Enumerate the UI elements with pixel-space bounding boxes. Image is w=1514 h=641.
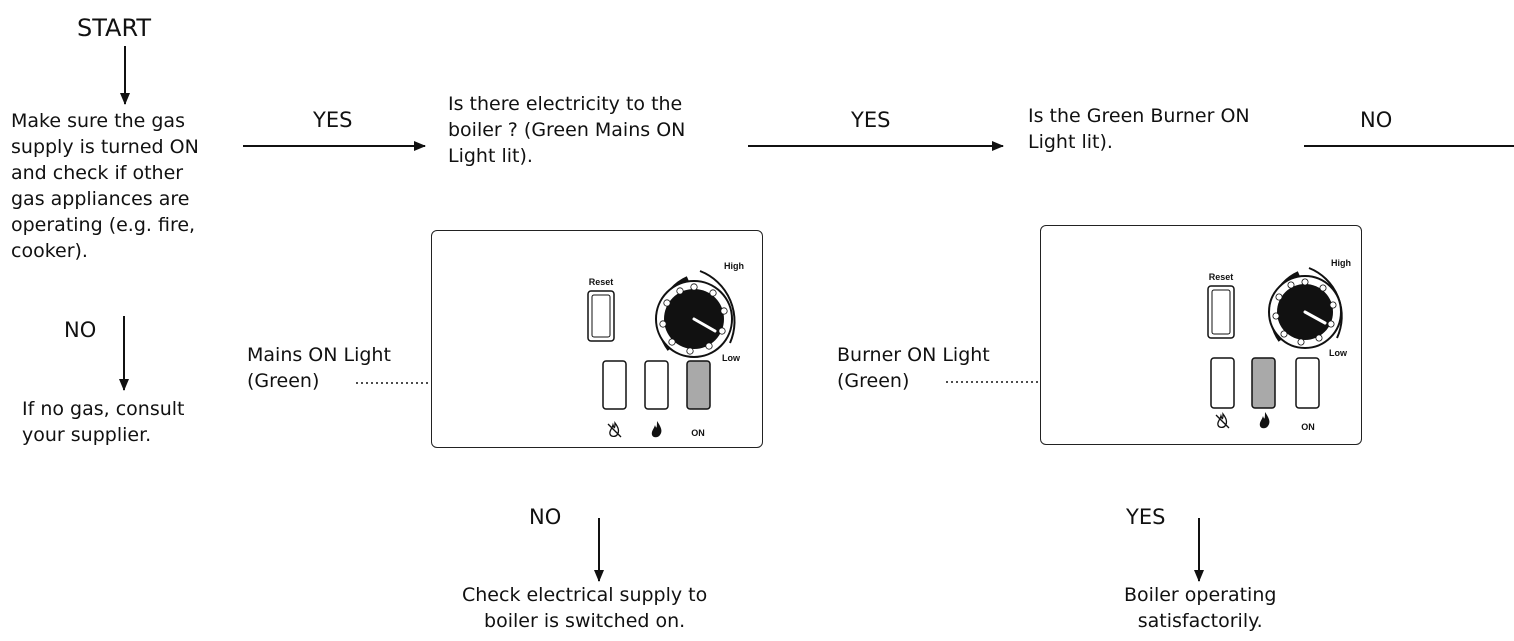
- burner-flame-icon: [1259, 412, 1270, 429]
- mains-light: [1295, 357, 1320, 409]
- on-label: ON: [691, 428, 705, 438]
- burner-flame-icon: [651, 421, 662, 438]
- step2-no-label: NO: [529, 505, 562, 529]
- high-label: High: [724, 261, 744, 271]
- reset-button[interactable]: [587, 290, 615, 342]
- high-label: High: [1331, 258, 1351, 268]
- step1-text: Make sure the gas supply is turned ON an…: [11, 110, 199, 262]
- mains-callout-label: Mains ON Light (Green): [247, 344, 391, 392]
- reset-button[interactable]: [1207, 285, 1235, 339]
- step1-yes-label: YES: [313, 108, 353, 132]
- dial-pointer: [692, 317, 717, 333]
- step2-yes-label: YES: [851, 108, 891, 132]
- lockout-flame-icon: [1215, 412, 1230, 429]
- step3-yes-label: YES: [1126, 505, 1166, 529]
- step2-text: Is there electricity to the boiler ? (Gr…: [448, 93, 686, 167]
- burner-callout-label: Burner ON Light (Green): [837, 344, 990, 392]
- burner-light: [644, 360, 669, 410]
- on-label: ON: [1301, 422, 1315, 432]
- step1-no-label: NO: [64, 318, 97, 342]
- lockout-light: [602, 360, 627, 410]
- start-label: START: [77, 14, 152, 42]
- lockout-light: [1210, 357, 1235, 409]
- panel-graphic: Reset High Low ON: [587, 261, 744, 438]
- step3-no-label: NO: [1360, 108, 1393, 132]
- burner-on-light: [1251, 357, 1276, 409]
- reset-label: Reset: [1209, 272, 1234, 282]
- low-label: Low: [722, 353, 741, 363]
- dial-pointer: [1303, 310, 1327, 325]
- panel-graphic: Reset High Low ON: [1207, 258, 1351, 432]
- reset-label: Reset: [589, 277, 614, 287]
- control-panel-burner: Reset High Low ON: [1040, 225, 1362, 445]
- step1-no-result: If no gas, consult your supplier.: [22, 398, 185, 446]
- step3-yes-result: Boiler operating satisfactorily.: [1124, 584, 1277, 632]
- control-panel-mains: Reset High Low ON: [431, 230, 763, 448]
- mains-on-light: [686, 360, 711, 410]
- step2-no-result: Check electrical supply to boiler is swi…: [462, 584, 708, 632]
- step3-text: Is the Green Burner ON Light lit).: [1028, 105, 1250, 153]
- lockout-flame-icon: [607, 421, 622, 438]
- low-label: Low: [1329, 348, 1348, 358]
